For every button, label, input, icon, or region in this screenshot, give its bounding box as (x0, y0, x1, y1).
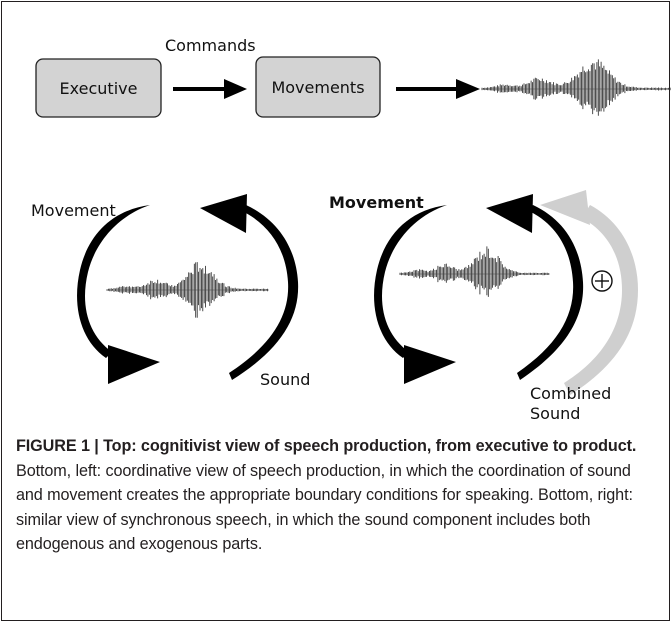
movement-label-right: Movement (329, 193, 424, 212)
movement-arrow-right (374, 205, 456, 384)
figure-diagram: Commands Executive Movements Movement So… (31, 36, 671, 423)
executive-label: Executive (60, 79, 138, 98)
combined-label: Combined (530, 384, 611, 403)
movement-arrow-left (77, 205, 160, 384)
combined-sound-label: Sound (530, 404, 580, 423)
waveform-trace (481, 59, 671, 116)
sound-arrow-right (486, 194, 584, 380)
caption-body: Bottom, left: coordinative view of speec… (16, 461, 633, 554)
movements-box: Movements (255, 56, 381, 118)
sound-arrow-left (200, 194, 299, 380)
waveform-top (481, 59, 671, 116)
gray-sound-arrow (540, 190, 638, 395)
waveform-right (399, 246, 550, 297)
movement-label-left: Movement (31, 201, 116, 220)
movements-label: Movements (271, 78, 364, 97)
plus-circle-icon (591, 270, 613, 292)
sound-label-left: Sound (260, 370, 310, 389)
commands-label: Commands (165, 36, 256, 55)
arrow-movements-to-sound (396, 79, 480, 99)
executive-box: Executive (35, 58, 162, 118)
waveform-left (106, 262, 269, 318)
waveform-trace (399, 246, 549, 297)
caption-lead: FIGURE 1 | Top: cognitivist view of spee… (16, 437, 637, 455)
figure-caption: FIGURE 1 | Top: cognitivist view of spee… (16, 434, 652, 557)
arrow-executive-to-movements (173, 79, 247, 99)
